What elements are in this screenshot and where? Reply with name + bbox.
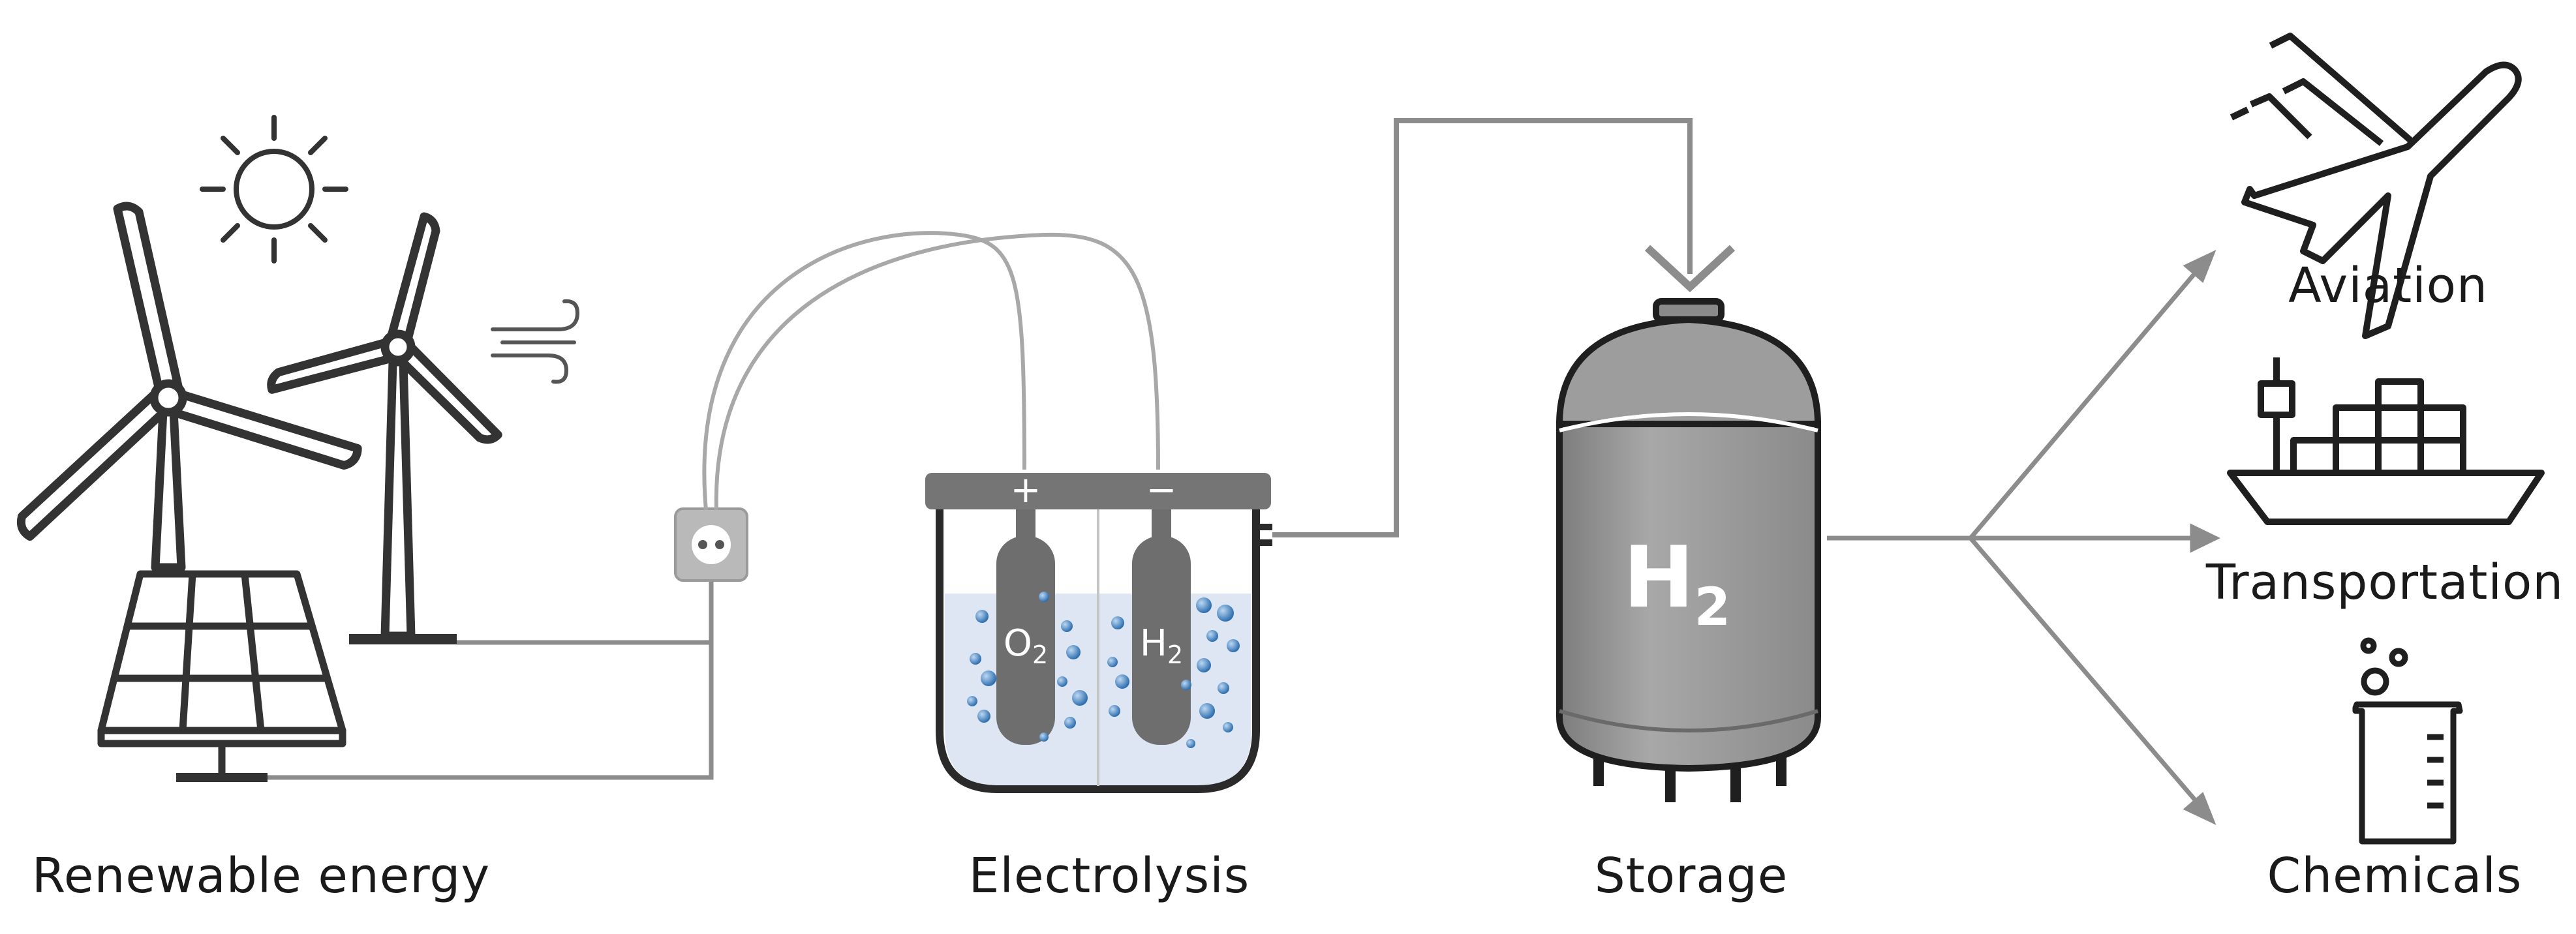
storage-gas-sub: 2 <box>1694 577 1731 637</box>
solar-panel-icon <box>97 570 346 782</box>
label-electrolysis: Electrolysis <box>968 848 1250 904</box>
anode-gas-sub: 2 <box>1032 640 1048 669</box>
label-aviation: Aviation <box>2288 258 2488 314</box>
hydrogen-pipe <box>1272 118 1736 537</box>
electrolysis-cell: + − O2 H2 <box>925 469 1272 793</box>
cathode-sign: − <box>1146 469 1177 511</box>
beaker-icon <box>2352 637 2463 845</box>
power-wires <box>268 574 714 780</box>
label-transportation: Transportation <box>2205 554 2564 610</box>
wind-turbine-large-icon <box>16 202 362 572</box>
ship-icon <box>2227 357 2545 525</box>
storage-gas-main: H <box>1623 528 1694 627</box>
cathode-gas-main: H <box>1140 622 1167 665</box>
svg-text:H2: H2 <box>1140 622 1183 669</box>
svg-text:H2: H2 <box>1623 528 1730 637</box>
wind-turbine-small-icon <box>267 212 502 644</box>
svg-text:O2: O2 <box>1004 622 1048 669</box>
label-storage: Storage <box>1594 848 1788 904</box>
electrode-cables <box>702 231 1160 511</box>
sun-icon <box>200 115 348 264</box>
anode-gas-main: O <box>1004 622 1032 665</box>
cathode-electrode: H2 <box>1132 509 1191 745</box>
anode-electrode: O2 <box>996 509 1055 745</box>
gas-outlet <box>1253 524 1272 546</box>
tank-legs <box>1593 757 1786 802</box>
electrolysis-container <box>936 502 1260 793</box>
electrode-lid <box>925 473 1271 509</box>
power-socket-icon <box>674 507 748 582</box>
renewable-energy-group <box>16 115 580 782</box>
gas-bubbles <box>967 592 1240 748</box>
label-chemicals: Chemicals <box>2267 848 2522 904</box>
storage-tank-icon: H2 <box>1556 298 1822 802</box>
airplane-icon <box>2230 33 2522 339</box>
anode-sign: + <box>1011 469 1041 511</box>
distribution-arrows <box>1827 250 2221 825</box>
wind-icon <box>491 299 580 384</box>
cathode-gas-sub: 2 <box>1167 640 1183 669</box>
label-renewable-energy: Renewable energy <box>31 848 491 904</box>
